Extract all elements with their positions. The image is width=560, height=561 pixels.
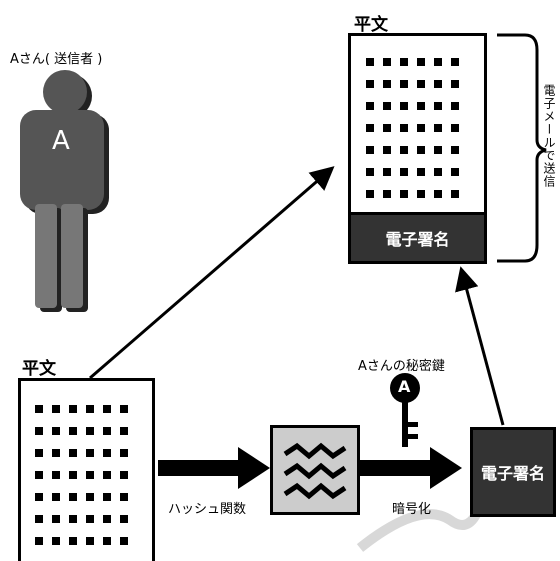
hash-label: ハッシュ関数 <box>168 502 247 517</box>
sender-person-icon <box>20 70 109 312</box>
key-letter: A <box>398 377 411 396</box>
plaintext-left-title: 平文 <box>22 359 56 379</box>
encrypt-arrow-shaft <box>360 460 432 476</box>
sender-label: Aさん( 送信者 ) <box>10 52 103 67</box>
signature-result-box: 電子署名 <box>470 427 556 517</box>
hash-arrow-shaft <box>158 460 240 476</box>
email-bracket <box>497 33 547 263</box>
private-key-label: Aさんの秘密鍵 <box>358 359 445 374</box>
sender-avatar-letter: A <box>52 126 70 156</box>
hash-function-box <box>270 425 360 515</box>
plaintext-left-document <box>18 378 155 561</box>
encrypt-arrow-head <box>430 447 462 489</box>
attached-signature: 電子署名 <box>351 212 484 261</box>
plaintext-right-title: 平文 <box>354 15 388 35</box>
hash-wave-icon <box>283 442 347 500</box>
attach-arrow <box>455 266 505 426</box>
plaintext-left-lines <box>35 405 128 545</box>
send-arrow <box>89 166 335 380</box>
hash-arrow-head <box>238 447 270 489</box>
encrypt-label: 暗号化 <box>392 502 432 517</box>
plaintext-right-lines <box>366 58 459 198</box>
key-icon <box>390 373 420 447</box>
email-send-label: 電子メールで送信 <box>542 84 556 188</box>
plaintext-right-document: 電子署名 <box>348 33 487 264</box>
